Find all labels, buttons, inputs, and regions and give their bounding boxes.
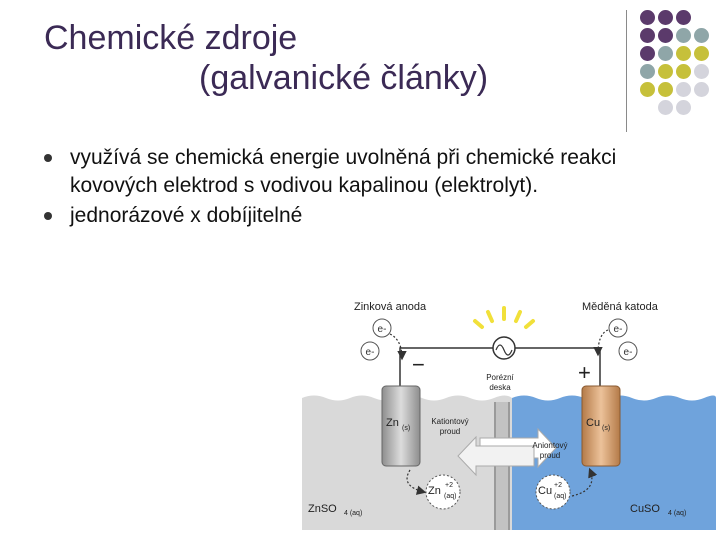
anion-flow-label: proud	[540, 451, 560, 460]
electron-flow-arrow-right	[593, 329, 609, 357]
decor-dot	[640, 28, 655, 43]
title-line-1: Chemické zdroje	[44, 19, 298, 57]
decor-dot	[694, 46, 709, 61]
bullet-item: využívá se chemická energie uvolněná při…	[44, 144, 684, 200]
copper-sulfate-subscript: 4 (aq)	[668, 510, 686, 517]
copper-electrode	[581, 385, 621, 467]
decor-dot	[676, 82, 691, 97]
electron-label: e-	[378, 324, 387, 335]
decor-dot	[640, 46, 655, 61]
porous-plate-label: Porézní	[486, 373, 514, 382]
plus-sign: +	[578, 360, 591, 385]
electron-circle	[372, 318, 392, 338]
decor-dot	[658, 64, 673, 79]
decor-dot	[658, 100, 673, 115]
zinc-ion-state: (aq)	[444, 493, 456, 500]
bullet-marker	[44, 154, 52, 162]
zinc-electrode-subscript: (s)	[402, 425, 410, 432]
decor-dot	[676, 100, 691, 115]
copper-ion-circle	[535, 474, 571, 510]
zinc-electrode	[381, 385, 421, 467]
electron-label: e-	[366, 347, 375, 358]
electron-label: e-	[624, 347, 633, 358]
copper-ion-state: (aq)	[554, 493, 566, 500]
copper-sulfate-label: CuSO	[630, 503, 660, 515]
decor-dot	[658, 46, 673, 61]
zinc-ion-charge: +2	[445, 482, 453, 489]
bullet-list: využívá se chemická energie uvolněná při…	[44, 144, 684, 232]
slide-title: Chemické zdroje (galvanické články)	[44, 18, 604, 98]
bullet-text: jednorázové x dobíjitelné	[70, 204, 303, 227]
electron-label: e-	[614, 324, 623, 335]
electron-circle	[608, 318, 628, 338]
decor-dot	[676, 10, 691, 25]
copper-electrode-subscript: (s)	[602, 425, 610, 432]
decor-dot	[676, 46, 691, 61]
decor-dot	[640, 64, 655, 79]
decor-dot	[694, 64, 709, 79]
bulb-filament	[495, 344, 513, 356]
copper-electrode-label: Cu	[586, 417, 600, 429]
decor-dot	[694, 82, 709, 97]
decor-dot	[694, 28, 709, 43]
title-line-2: (galvanické články)	[199, 59, 489, 97]
minus-sign: −	[412, 352, 425, 377]
decor-dot	[676, 64, 691, 79]
porous-plate-label: deska	[489, 383, 511, 392]
wire-left	[399, 347, 494, 388]
zinc-sulfate-subscript: 4 (aq)	[344, 510, 362, 517]
light-rays-icon	[473, 306, 535, 329]
zinc-sulfate-label: ZnSO	[308, 503, 337, 515]
galvanic-cell-diagram: e- e- e- e- Zinková anoda Měděná katoda …	[302, 290, 716, 530]
decor-dot	[658, 82, 673, 97]
cation-flow-label: Kationtový	[431, 417, 468, 426]
decor-dot	[658, 28, 673, 43]
cathode-label: Měděná katoda	[582, 301, 659, 313]
zinc-electrode-label: Zn	[386, 417, 399, 429]
anion-flow-arrow	[457, 435, 535, 477]
electron-circle	[360, 341, 380, 361]
decor-dot	[640, 82, 655, 97]
zinc-oxidation-arrow	[406, 469, 427, 495]
decor-dot	[658, 10, 673, 25]
anion-flow-label: Aniontový	[532, 441, 567, 450]
decor-dot	[640, 10, 655, 25]
bullet-marker	[44, 212, 52, 220]
bullet-text: využívá se chemická energie uvolněná při…	[70, 146, 617, 197]
copper-ion-label: Cu	[538, 485, 552, 497]
anode-label: Zinková anoda	[354, 301, 427, 313]
electron-circle	[618, 341, 638, 361]
copper-reduction-arrow	[571, 467, 598, 497]
copper-ion-charge: +2	[554, 482, 562, 489]
bullet-item: jednorázové x dobíjitelné	[44, 202, 684, 230]
zinc-ion-label: Zn	[428, 485, 441, 497]
decor-dot	[676, 28, 691, 43]
decor-vertical-line	[626, 10, 627, 132]
cation-flow-label: proud	[440, 427, 460, 436]
electron-flow-arrow-left	[389, 333, 407, 361]
